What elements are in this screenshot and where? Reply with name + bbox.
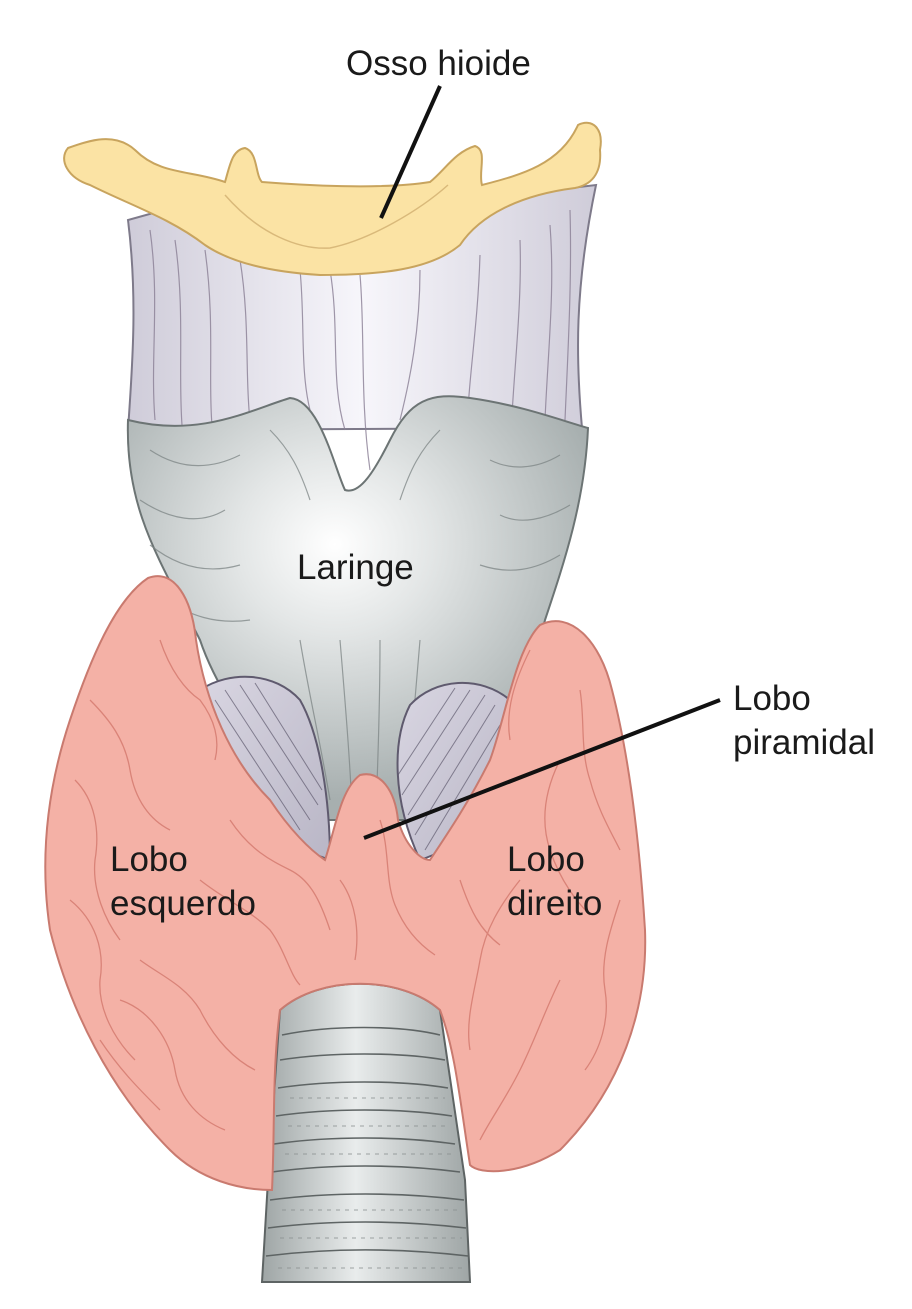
larynx-label: Laringe <box>297 546 414 590</box>
trachea <box>260 982 472 1283</box>
left-lobe-label-line2: esquerdo <box>110 884 256 923</box>
right-lobe-label-line1: Lobo <box>507 840 585 879</box>
right-lobe-label: Lobo direito <box>507 838 602 926</box>
leader-lines <box>363 85 721 840</box>
left-lobe-label-line1: Lobo <box>110 840 188 879</box>
hyoid-bone <box>63 121 602 277</box>
hyoid-bone-label: Osso hioide <box>346 42 531 86</box>
thyroid-gland <box>44 575 647 1192</box>
pyramidal-lobe-label-line1: Lobo <box>733 679 811 718</box>
pyramidal-leader-line <box>363 698 721 840</box>
pyramidal-lobe-label-line2: piramidal <box>733 723 875 762</box>
hyoid-bone-label-text: Osso hioide <box>346 44 531 83</box>
left-lobe-label: Lobo esquerdo <box>110 838 256 926</box>
larynx-label-text: Laringe <box>297 548 414 587</box>
right-lobe-label-line2: direito <box>507 884 603 923</box>
pyramidal-lobe-label: Lobo piramidal <box>733 677 875 765</box>
hyoid-leader-line <box>379 85 442 219</box>
